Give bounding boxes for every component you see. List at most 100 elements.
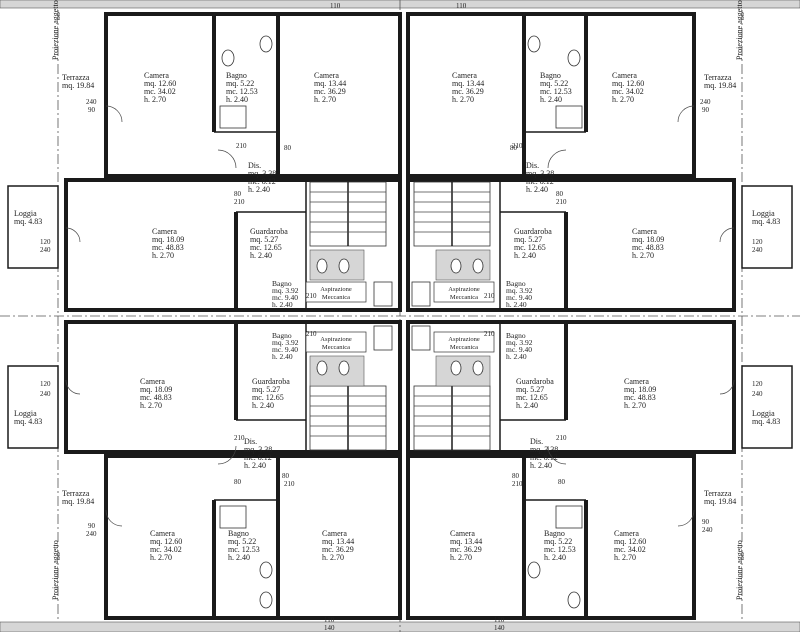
svg-text:h. 2.40: h. 2.40 — [250, 251, 272, 260]
stairs-north-left — [309, 181, 387, 247]
svg-text:240: 240 — [86, 530, 97, 538]
room-dis-nl: Dis. mq. 3.38 mc. 8.12 h. 2.40 — [248, 161, 276, 194]
svg-text:mc. 48.83: mc. 48.83 — [140, 393, 172, 402]
svg-text:mq. 19.84: mq. 19.84 — [62, 497, 94, 506]
svg-text:mq. 4.83: mq. 4.83 — [14, 417, 42, 426]
svg-text:h. 2.40: h. 2.40 — [226, 95, 248, 104]
svg-text:mc. 9.40: mc. 9.40 — [506, 345, 532, 354]
svg-text:mq. 4.83: mq. 4.83 — [14, 217, 42, 226]
svg-text:h. 2.40: h. 2.40 — [516, 401, 538, 410]
svg-text:80: 80 — [558, 478, 566, 486]
projection-label-tr: Proiezione aggetto — [735, 0, 744, 60]
room-camera-scr: Camera mq. 13.44 mc. 36.29 h. 2.70 — [450, 529, 482, 562]
stairs-north-right — [413, 181, 491, 247]
aspirazione-label-2: Meccanica — [322, 294, 350, 301]
svg-text:mc. 34.02: mc. 34.02 — [150, 545, 182, 554]
svg-text:80: 80 — [234, 478, 242, 486]
svg-text:110: 110 — [494, 616, 505, 624]
svg-text:mq. 3.38: mq. 3.38 — [530, 445, 558, 454]
svg-text:mq. 3.92: mq. 3.92 — [272, 286, 299, 295]
room-loggia-sr: Loggia mq. 4.83 — [752, 409, 780, 426]
svg-text:h. 2.70: h. 2.70 — [450, 553, 472, 562]
svg-text:mq. 3.92: mq. 3.92 — [506, 338, 533, 347]
room-camera-big-sr: Camera mq. 18.09 mc. 48.83 h. 2.70 — [624, 377, 656, 410]
svg-text:mc. 36.29: mc. 36.29 — [314, 87, 346, 96]
svg-text:210: 210 — [306, 330, 317, 338]
svg-text:120: 120 — [40, 380, 51, 388]
svg-text:210: 210 — [484, 292, 495, 300]
svg-text:mc. 34.02: mc. 34.02 — [614, 545, 646, 554]
svg-text:h. 2.40: h. 2.40 — [530, 461, 552, 470]
svg-text:Camera: Camera — [314, 71, 339, 80]
svg-text:mq. 12.60: mq. 12.60 — [614, 537, 646, 546]
svg-text:Terrazza: Terrazza — [704, 489, 732, 498]
room-loggia-nl: Loggia mq. 4.83 — [14, 209, 42, 226]
svg-text:Guardaroba: Guardaroba — [516, 377, 554, 386]
svg-text:90: 90 — [702, 106, 710, 114]
door-swings — [65, 105, 735, 527]
projection-label-tl: Proiezione aggetto — [51, 0, 60, 60]
svg-text:mc. 12.53: mc. 12.53 — [544, 545, 576, 554]
svg-text:80: 80 — [282, 472, 290, 480]
svg-text:h. 2.40: h. 2.40 — [228, 553, 250, 562]
svg-text:240: 240 — [700, 98, 711, 106]
svg-text:mc. 8.12: mc. 8.12 — [244, 453, 272, 462]
svg-text:240: 240 — [702, 526, 713, 534]
aspirazione-sl: Aspirazione Meccanica — [305, 331, 367, 353]
svg-text:210: 210 — [484, 330, 495, 338]
svg-text:mc. 8.12: mc. 8.12 — [530, 453, 558, 462]
aspirazione-label-2: Meccanica — [322, 344, 350, 351]
svg-text:120: 120 — [752, 238, 763, 246]
svg-text:240: 240 — [86, 98, 97, 106]
svg-text:Loggia: Loggia — [14, 209, 37, 218]
svg-text:mq. 18.09: mq. 18.09 — [632, 235, 664, 244]
svg-text:Guardaroba: Guardaroba — [250, 227, 288, 236]
svg-text:mc. 9.40: mc. 9.40 — [272, 345, 298, 354]
svg-text:mc. 9.40: mc. 9.40 — [506, 293, 532, 302]
aspirazione-label-1: Aspirazione — [448, 286, 480, 293]
room-camera-sr: Camera mq. 12.60 mc. 34.02 h. 2.70 — [614, 529, 646, 562]
svg-text:80: 80 — [284, 144, 292, 152]
svg-text:Loggia: Loggia — [752, 209, 775, 218]
svg-text:Camera: Camera — [624, 377, 649, 386]
svg-text:mq. 18.09: mq. 18.09 — [152, 235, 184, 244]
room-camera-ncl: Camera mq. 13.44 mc. 36.29 h. 2.70 — [314, 71, 346, 104]
svg-text:Camera: Camera — [150, 529, 175, 538]
svg-text:210: 210 — [512, 142, 523, 150]
svg-text:Bagno: Bagno — [506, 279, 526, 288]
svg-text:Guardaroba: Guardaroba — [252, 377, 290, 386]
svg-text:mq. 5.22: mq. 5.22 — [226, 79, 254, 88]
svg-text:h. 2.40: h. 2.40 — [506, 300, 527, 309]
svg-text:h. 2.70: h. 2.70 — [322, 553, 344, 562]
svg-text:Camera: Camera — [452, 71, 477, 80]
svg-text:Bagno: Bagno — [272, 279, 292, 288]
svg-text:Camera: Camera — [614, 529, 639, 538]
svg-text:mq. 13.44: mq. 13.44 — [450, 537, 482, 546]
svg-text:240: 240 — [752, 390, 763, 398]
svg-text:Loggia: Loggia — [752, 409, 775, 418]
room-terrazza-nr: Terrazza mq. 19.84 — [704, 73, 736, 90]
svg-text:Camera: Camera — [450, 529, 475, 538]
svg-text:Camera: Camera — [144, 71, 169, 80]
svg-text:mc. 36.29: mc. 36.29 — [322, 545, 354, 554]
svg-text:h. 2.70: h. 2.70 — [612, 95, 634, 104]
svg-text:mq. 19.84: mq. 19.84 — [62, 81, 94, 90]
room-terrazza-sl: Terrazza mq. 19.84 — [62, 489, 94, 506]
svg-text:h. 2.40: h. 2.40 — [272, 300, 293, 309]
south-walls — [7, 320, 793, 620]
room-camera-big-nl: Camera mq. 18.09 mc. 48.83 h. 2.70 — [152, 227, 184, 260]
svg-text:h. 2.40: h. 2.40 — [272, 352, 293, 361]
room-camera-nl: Camera mq. 12.60 mc. 34.02 h. 2.70 — [144, 71, 176, 104]
room-loggia-nr: Loggia mq. 4.83 — [752, 209, 780, 226]
svg-text:mc. 12.53: mc. 12.53 — [228, 545, 260, 554]
svg-text:Camera: Camera — [152, 227, 177, 236]
svg-text:Bagno: Bagno — [272, 331, 292, 340]
room-dis-nr: Dis. mq. 3.38 mc. 8.12 h. 2.40 — [526, 161, 554, 194]
svg-text:mq. 12.60: mq. 12.60 — [150, 537, 182, 546]
room-bagno-sr: Bagno mq. 5.22 mc. 12.53 h. 2.40 — [544, 529, 576, 562]
svg-text:110: 110 — [330, 2, 341, 10]
room-terrazza-nl: Terrazza mq. 19.84 — [62, 73, 94, 90]
svg-text:mc. 34.02: mc. 34.02 — [612, 87, 644, 96]
aspirazione-nl: Aspirazione Meccanica — [305, 281, 367, 303]
dimension-labels: 90 240 120 240 120 240 90 240 90 240 120… — [40, 2, 763, 632]
